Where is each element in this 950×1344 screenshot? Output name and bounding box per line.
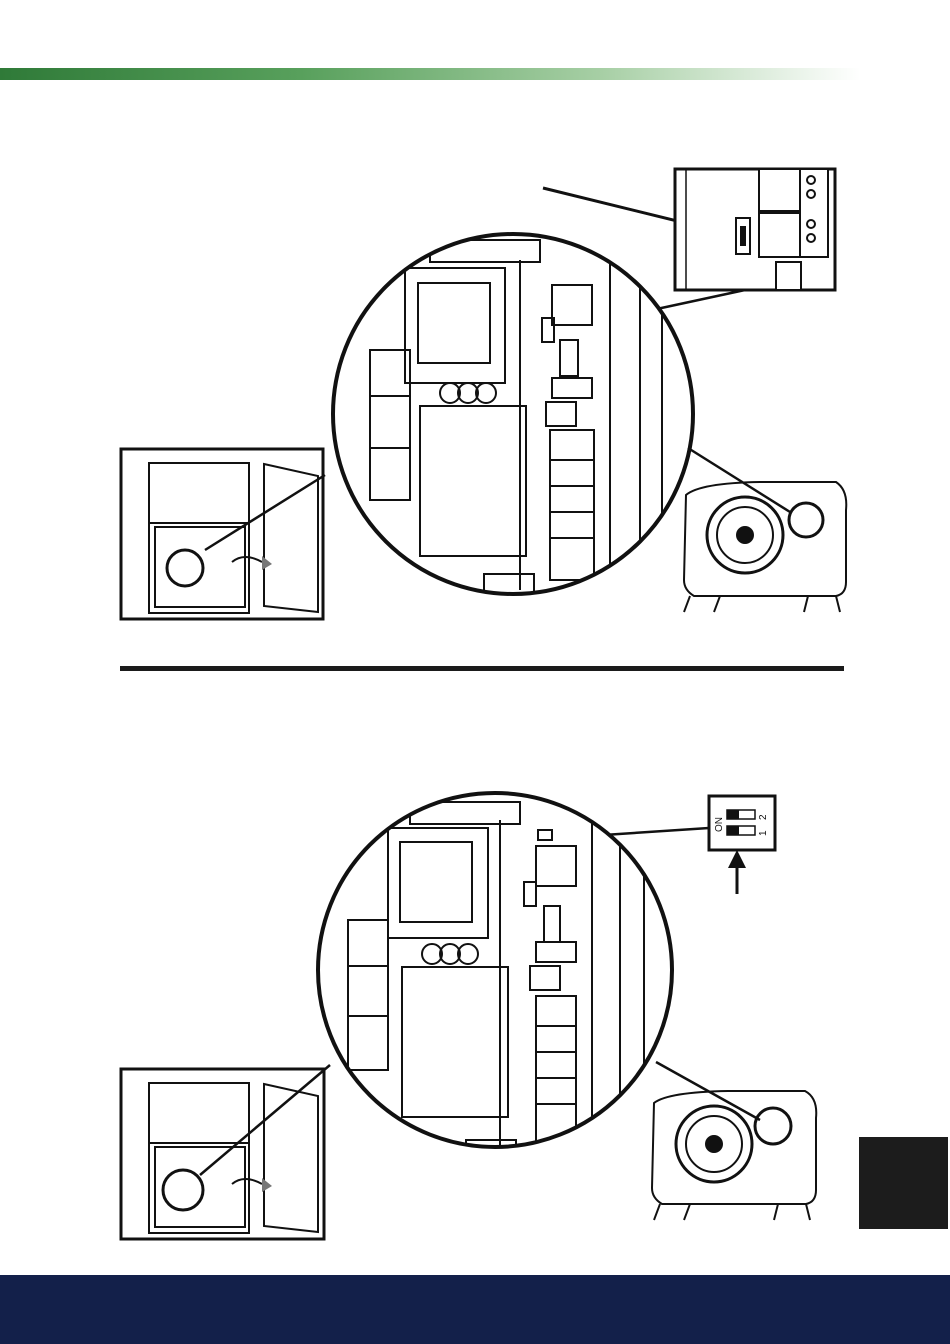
outdoor-unit <box>684 482 846 612</box>
up-arrow-icon <box>728 850 746 868</box>
dip-on-label: ON <box>714 817 725 832</box>
figure-1-controller-access <box>0 150 950 640</box>
chapter-side-tab <box>859 1137 948 1229</box>
footer-band <box>0 1275 950 1344</box>
header-gradient-bar <box>0 68 860 80</box>
dip-switch-1-label: 1 <box>758 830 769 836</box>
detail-inset-usb <box>675 169 835 290</box>
figure-2-dip-switch: ON 2 1 <box>0 790 950 1250</box>
outdoor-unit-2 <box>652 1091 816 1220</box>
figure-2-illustration: ON 2 1 <box>0 790 950 1250</box>
magnified-controller-board-2 <box>318 793 672 1160</box>
indoor-unit-open <box>121 449 323 619</box>
section-divider <box>120 666 844 671</box>
magnified-controller-board <box>333 234 693 594</box>
dip-switch-2-label: 2 <box>758 814 769 820</box>
dip-switch-inset: ON 2 1 <box>709 796 775 850</box>
figure-1-illustration <box>0 150 950 640</box>
